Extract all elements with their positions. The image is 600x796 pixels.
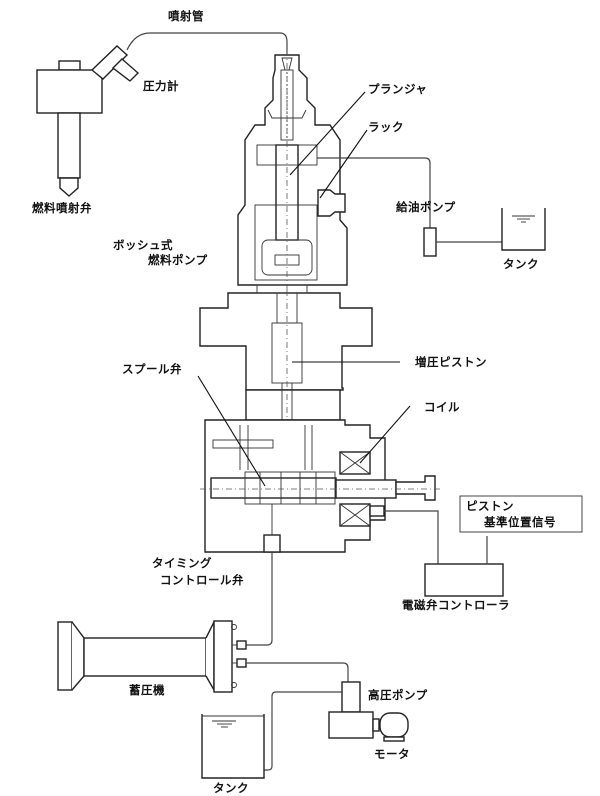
label-solenoid-controller: 電磁弁コントローラ (402, 598, 510, 612)
label-fuel-injector: 燃料噴射弁 (32, 201, 92, 215)
bosch-fuel-pump (237, 50, 431, 300)
label-motor: モータ (374, 747, 410, 761)
label-booster-piston: 増圧ピストン (415, 355, 487, 369)
motor (372, 712, 409, 742)
label-plunger: プランジャ (368, 82, 428, 96)
accumulator (57, 620, 247, 693)
label-injection-pipe: 噴射管 (168, 9, 204, 23)
label-tank-bottom: タンク (213, 781, 249, 795)
label-rack: ラック (368, 120, 404, 134)
label-tank-top: タンク (503, 257, 539, 271)
label-timing-valve-line1: タイミング (152, 556, 212, 570)
booster-piston-block (199, 284, 373, 470)
solenoid-controller-box (424, 563, 504, 597)
leader-rack (319, 129, 368, 199)
leader-plunger (289, 91, 366, 176)
fuel-injector (36, 45, 140, 197)
tank-bottom (201, 714, 265, 779)
leader-coil (359, 405, 411, 464)
piston-ref-signal-box (459, 495, 583, 533)
label-feed-pump: 給油ポンプ (396, 200, 456, 214)
high-pressure-pump (328, 681, 374, 739)
leader-spool-valve (197, 375, 266, 487)
label-bosch-pump-line1: ボッシュ式 (113, 238, 173, 252)
label-pressure-gauge: 圧力計 (143, 79, 179, 93)
tank-top (501, 208, 546, 251)
label-accumulator: 蓄圧機 (129, 683, 165, 697)
label-spool-valve: スプール弁 (122, 362, 182, 376)
label-coil: コイル (424, 400, 460, 414)
timing-control-valve (200, 419, 440, 553)
label-piston-ref-line1: ピストン (466, 499, 514, 513)
label-piston-ref-line2: 基準位置信号 (484, 515, 556, 529)
feed-pump (423, 227, 502, 257)
injection-pipe (126, 32, 288, 55)
label-high-pressure-pump: 高圧ポンプ (368, 688, 428, 702)
label-bosch-pump-line2: 燃料ポンプ (148, 253, 208, 267)
label-timing-valve-line2: コントロール弁 (160, 573, 244, 587)
